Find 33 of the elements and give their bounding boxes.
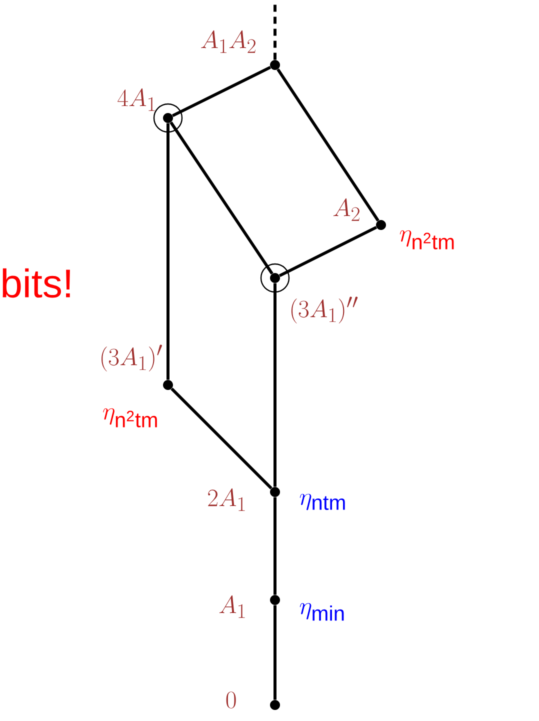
line bbox=[170, 388, 272, 490]
dot bbox=[270, 60, 280, 70]
dot bbox=[270, 595, 280, 605]
vertex-label: $4A_1$ bbox=[118, 88, 155, 111]
line bbox=[274, 605, 276, 700]
line bbox=[276, 68, 380, 222]
dot bbox=[270, 273, 280, 283]
ring-marker bbox=[153, 103, 183, 133]
line bbox=[274, 283, 276, 487]
line bbox=[166, 123, 170, 380]
line bbox=[172, 66, 271, 118]
line bbox=[274, 497, 276, 595]
dot bbox=[163, 380, 173, 390]
ring-marker bbox=[260, 263, 290, 293]
eta-label: $\eta_{\mathsf{ntm}}$ bbox=[300, 494, 345, 510]
line bbox=[274, 4, 276, 60]
dot bbox=[270, 487, 280, 497]
vertex-label: $A_2$ bbox=[333, 198, 360, 221]
vertex-label: $(3A_1)'$ bbox=[102, 344, 162, 372]
vertex-label: $0$ bbox=[226, 692, 236, 708]
vertex-label: $(3A_1)''$ bbox=[291, 296, 358, 324]
note-text: bits! bbox=[2, 268, 70, 298]
vertex-label: $A_1$ bbox=[219, 595, 245, 618]
dot bbox=[376, 220, 386, 230]
line bbox=[170, 122, 274, 275]
eta-label: $\eta_{\mathsf{n^2tm}}$ bbox=[103, 408, 157, 428]
vertex-label: $2A_1$ bbox=[208, 488, 245, 511]
line bbox=[278, 226, 378, 278]
dot bbox=[163, 113, 173, 123]
dot bbox=[270, 700, 280, 710]
eta-label: $\eta_{\mathsf{min}}$ bbox=[300, 603, 344, 621]
vertex-label: $A_1A_2$ bbox=[201, 30, 256, 53]
eta-label: $\eta_{\mathsf{n^2tm}}$ bbox=[400, 230, 454, 250]
